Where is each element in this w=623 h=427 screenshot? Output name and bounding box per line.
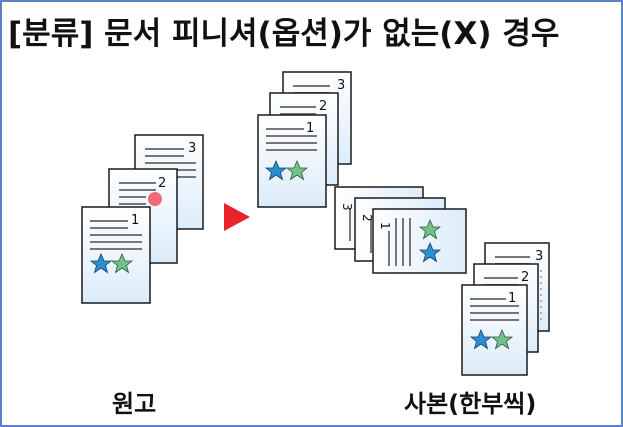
- original-label: 원고: [112, 390, 157, 418]
- original-stack: 3 2 1: [81, 134, 204, 304]
- star-blue-icon: [264, 159, 288, 181]
- star-green-icon: [490, 328, 514, 350]
- page-title: [분류] 문서 피니셔(옵션)가 없는(X) 경우: [8, 16, 560, 52]
- copy-rotated-page-1: 1: [372, 208, 467, 274]
- star-green-icon: [418, 218, 442, 240]
- copies-top-stack: 3 2 1: [257, 71, 352, 208]
- star-green-icon: [110, 252, 134, 274]
- page-number: 1: [306, 121, 314, 136]
- page-number: 2: [319, 99, 327, 114]
- page-number: 1: [131, 213, 139, 228]
- page-number: 3: [337, 78, 345, 93]
- copies-label: 사본(한부씩): [404, 390, 537, 418]
- page-number: 3: [535, 249, 543, 264]
- copies-rotated-stack: 3 2 1: [334, 186, 467, 274]
- arrow-right-icon: [224, 203, 250, 231]
- copies-bottom-stack: 3 2 1: [461, 242, 550, 376]
- original-page-1: 1: [81, 206, 151, 304]
- page-number: 2: [521, 270, 529, 285]
- star-blue-icon: [418, 241, 442, 263]
- staple-dot-marker: [148, 192, 162, 206]
- page-number: 3: [188, 141, 196, 156]
- page-number: 2: [158, 176, 166, 191]
- star-blue-icon: [89, 252, 113, 274]
- page-number: 3: [340, 203, 354, 211]
- page-number: 2: [360, 214, 374, 222]
- copy-page-1: 1: [461, 284, 528, 376]
- page-number: 1: [508, 291, 516, 306]
- star-green-icon: [285, 159, 309, 181]
- star-blue-icon: [469, 328, 493, 350]
- page-number: 1: [378, 222, 392, 230]
- copy-page-1: 1: [257, 114, 327, 208]
